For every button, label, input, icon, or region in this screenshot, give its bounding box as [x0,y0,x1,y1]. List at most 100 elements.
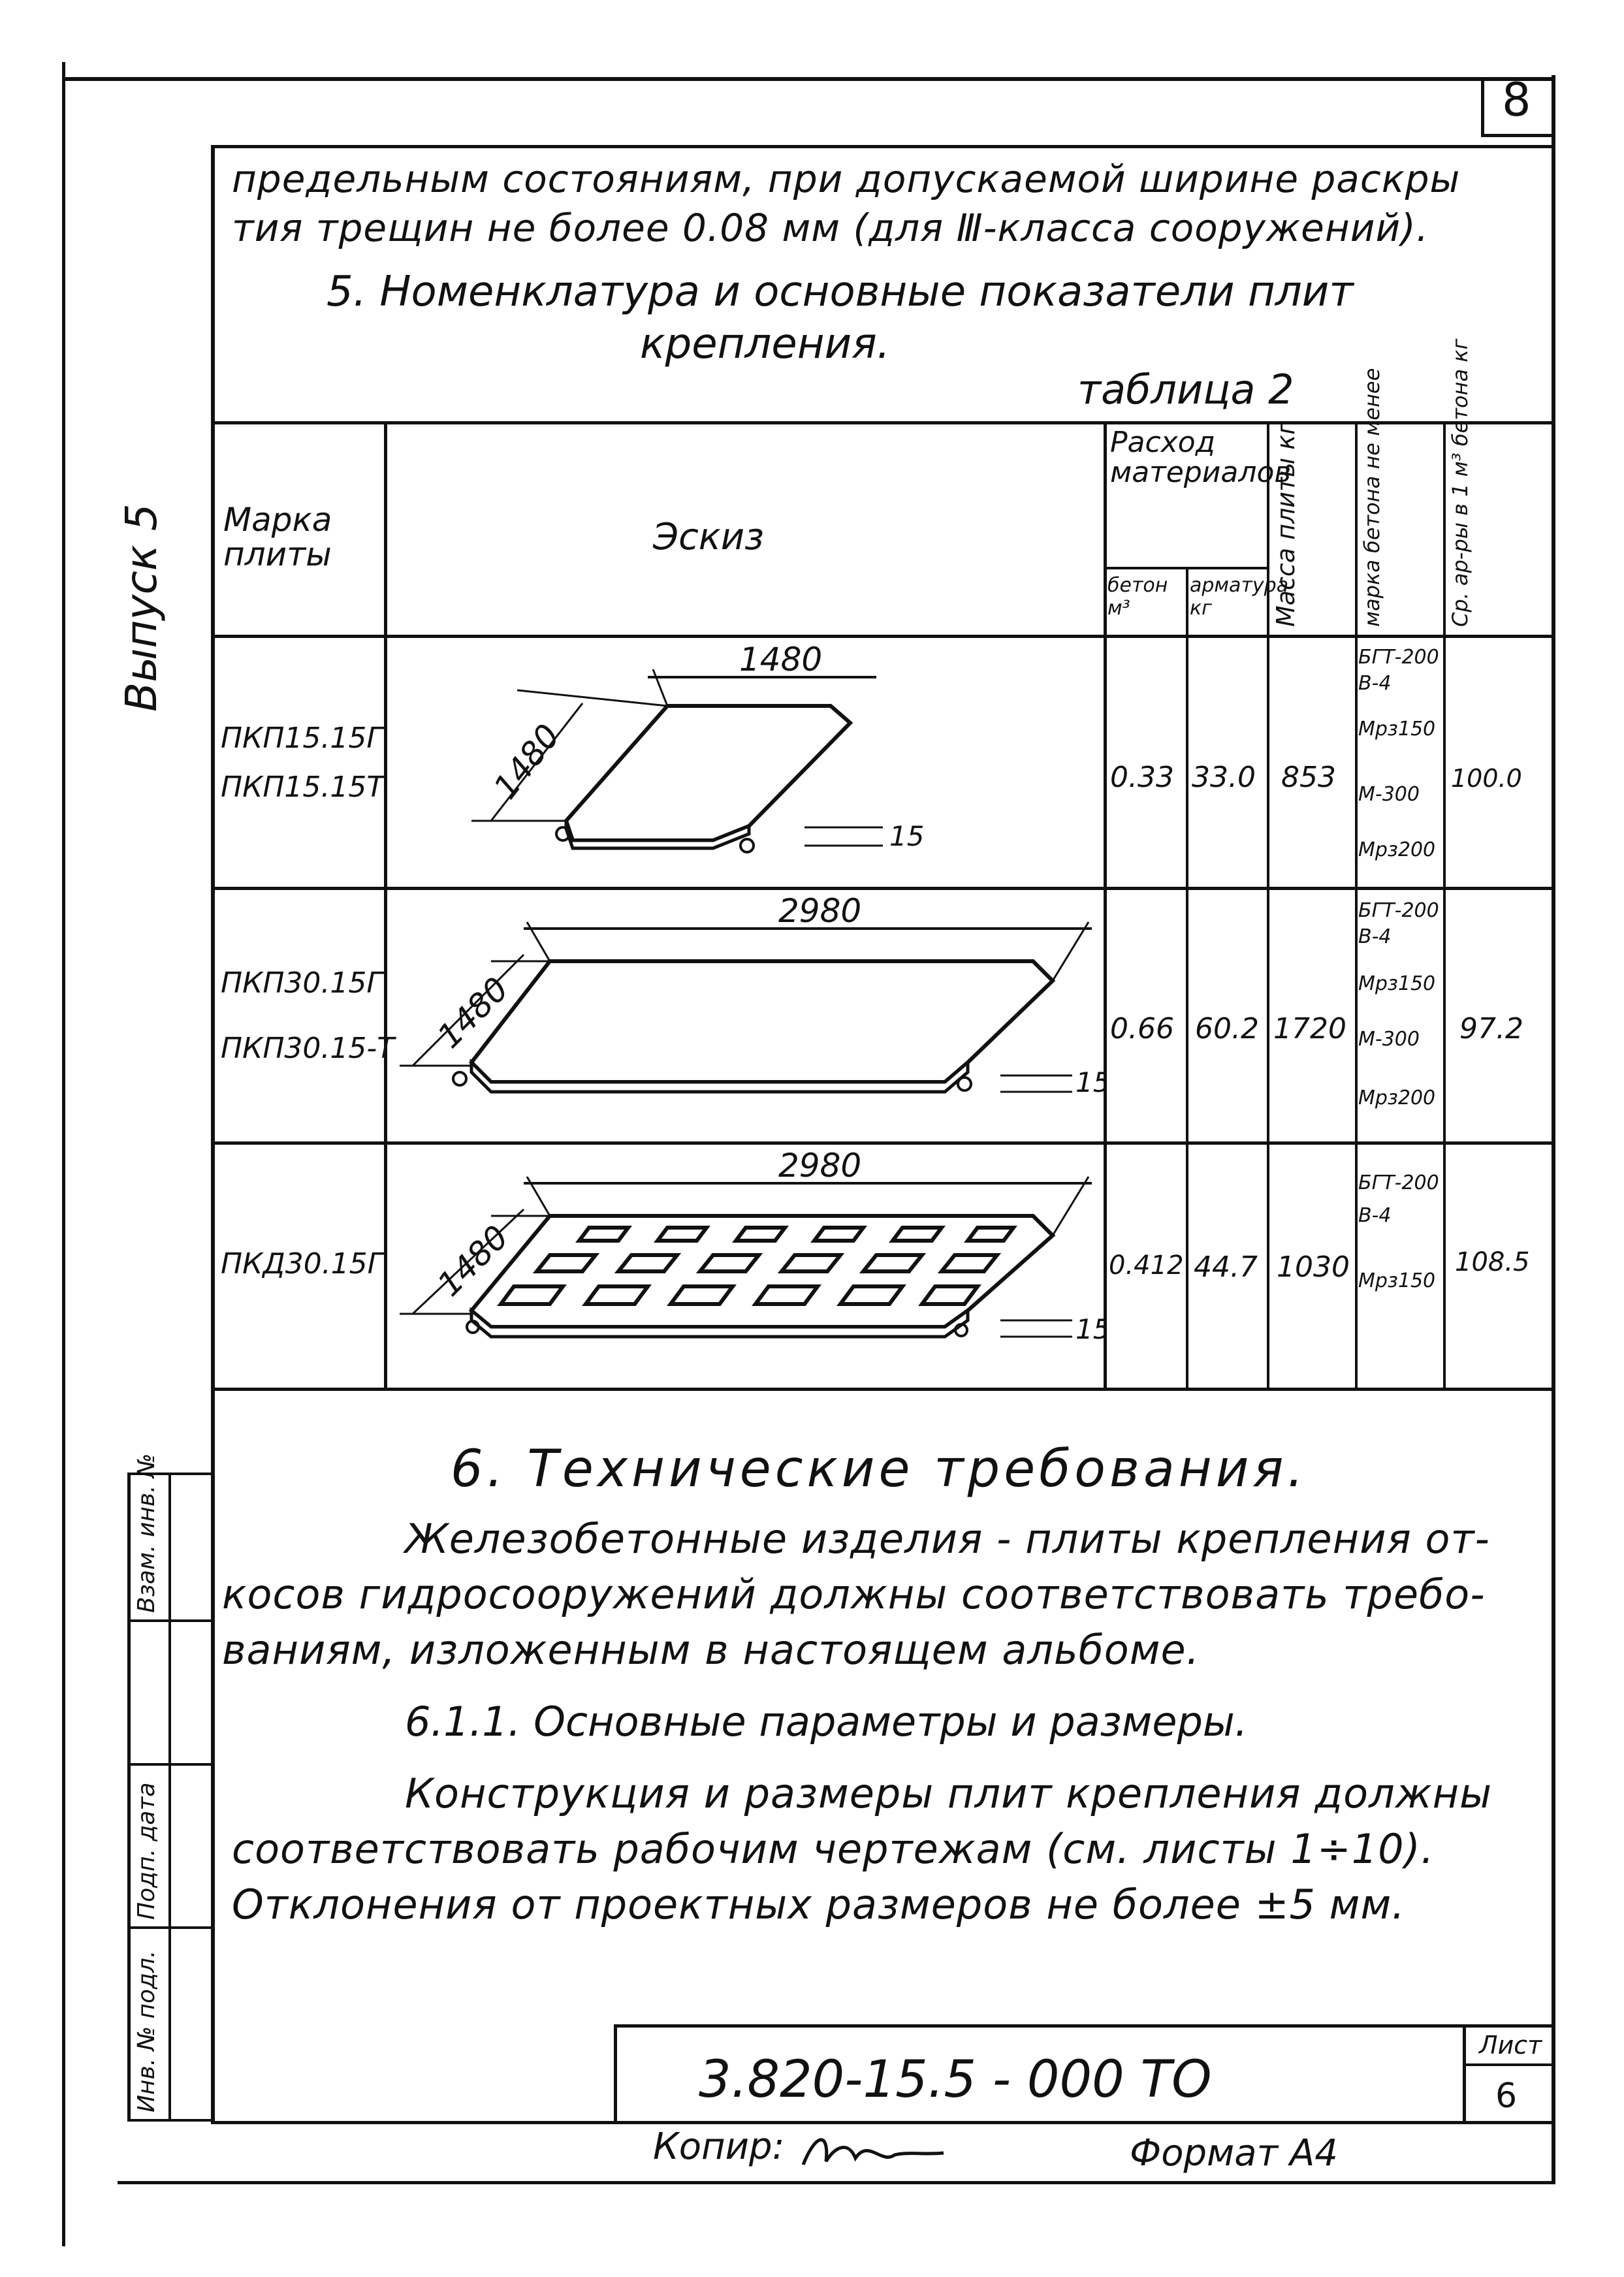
table-header-bottom-line [212,635,1554,638]
row1-dim-top: 1480 [739,641,822,678]
row3-concrete: 0.412 [1109,1250,1184,1281]
row2-grade-3: Мрз150 [1358,972,1436,995]
table-top-line [212,421,1554,424]
footer-copied: Копир: [653,2126,785,2168]
section6-para2-line2: соответствовать рабочим чертежам (см. ли… [232,1825,1435,1873]
section5-title-line1: 5. Номенклатура и основные показатели пл… [326,268,1354,316]
row1-grade-2: В-4 [1358,672,1392,695]
header-mark: Марка плиты [223,501,332,573]
row3-dim-top: 2980 [778,1147,861,1185]
row3-grade-2: В-4 [1358,1204,1392,1227]
row2-thickness: 15 [1075,1066,1104,1098]
col-line-rebar-per-m3 [1443,421,1446,1391]
header-sketch: Эскиз [653,516,764,558]
table-row2-bottom-line [212,1141,1554,1145]
row2-mark-1: ПКП30.15Г [221,966,383,1000]
section6-title: 6. Технические требования. [451,1440,1308,1499]
header-rebar-per-m3: Ср. ар-ры в 1 м³ бетона кг [1448,338,1473,627]
row1-mark-2: ПКП15.15Т [221,771,385,804]
doc-code: 3.820-15.5 - 000 ТО [699,2050,1212,2109]
section6-subtitle: 6.1.1. Основные параметры и размеры. [405,1698,1248,1745]
row3-sketch: 2980 1480 15 [400,1147,1104,1345]
row3-rebar-per-m3: 108.5 [1455,1247,1530,1277]
row2-grade-2: В-4 [1358,925,1392,948]
page-number: 8 [1502,73,1531,127]
table-bottom-line [212,1388,1554,1391]
row2-grade-5: Мрз200 [1358,1087,1436,1109]
row1-grade-1: БГТ-200 [1358,646,1439,669]
row1-grade-5: Мрз200 [1358,838,1436,861]
titleblock-sheet-divider [1463,2063,1554,2066]
section6-para2-line1: Конструкция и размеры плит крепления дол… [405,1770,1493,1817]
header-grade: марка бетона не менее [1360,368,1384,627]
section6-para1-line3: ваниям, изложенным в настоящем альбоме. [222,1626,1200,1674]
stamp-bottom [127,2119,214,2122]
col-line-mass [1267,421,1269,1391]
row3-grade-1: БГТ-200 [1358,1171,1439,1194]
row2-mark-2: ПКП30.15-Т [221,1032,395,1065]
row1-thickness: 15 [889,820,924,852]
header-mass: Масса плиты кг [1271,421,1300,627]
section6-para2-line3: Отклонения от проектных размеров не боле… [232,1881,1405,1928]
section6-para1-line1: Железобетонные изделия - плиты крепления… [405,1515,1490,1563]
row3-rebar: 44.7 [1194,1250,1258,1284]
inner-frame-left [211,145,215,2124]
section5-title-line2: крепления. [640,320,891,368]
inner-frame-bottom [211,2121,1554,2124]
titleblock-sheet-left [1463,2024,1466,2122]
row3-grade-3: Мрз150 [1358,1269,1436,1292]
copier-signature [801,2138,944,2165]
row3-mass: 1030 [1277,1250,1350,1284]
sheet-label: Лист [1479,2031,1542,2060]
row1-mark-1: ПКП15.15Г [221,722,383,755]
row2-concrete: 0.66 [1110,1012,1174,1045]
stamp-divider-3 [127,1926,214,1929]
frame-right-line [1552,75,1555,2184]
col-line-rebar [1186,568,1188,1391]
stamp-divider-2 [127,1763,214,1766]
stamp-inv-no: Инв. № подл. [133,1950,160,2112]
frame-bottom-line [118,2181,1554,2184]
page-number-box-bottom [1481,134,1555,137]
col-line-sketch-right [1104,421,1107,1391]
titleblock-top [614,2024,1554,2028]
row1-rebar: 33.0 [1192,761,1256,794]
row3-mark-1: ПКД30.15Г [221,1247,384,1281]
col-line-sketch-left [384,421,387,1391]
row3-thickness: 15 [1075,1313,1104,1345]
stamp-top [127,1473,214,1475]
header-consumption: Расход материалов [1110,426,1292,490]
row1-mass: 853 [1281,761,1336,794]
header-subdivide-line [1104,567,1268,569]
header-rebar: арматура кг [1190,574,1289,620]
row1-concrete: 0.33 [1110,761,1174,794]
stamp-inner-left [168,1473,171,2119]
titleblock-left [614,2024,617,2122]
frame-top-line [62,77,1554,81]
stamp-sign-date: Подп. дата [133,1782,160,1920]
row1-rebar-per-m3: 100.0 [1451,764,1522,793]
col-line-grade [1355,421,1358,1391]
row2-dim-top: 2980 [778,892,861,930]
side-label: Выпуск 5 [116,503,167,712]
footer-format: Формат А4 [1130,2132,1338,2174]
intro-line-2: тия трещин не более 0.08 мм (для Ⅲ-класс… [232,206,1429,250]
header-concrete: бетон м³ [1107,574,1168,620]
row1-grade-4: М-300 [1358,783,1420,806]
row2-rebar-per-m3: 97.2 [1459,1012,1523,1045]
inner-frame-top [212,145,1554,148]
row2-sketch: 2980 1480 15 [400,892,1104,1098]
row2-grade-1: БГТ-200 [1358,899,1439,922]
row1-dim-side: 1480 [486,717,567,806]
stamp-divider-1 [127,1619,214,1622]
stamp-replace-inv: Взам. инв. № [133,1453,160,1613]
page-number-box-left [1481,77,1484,137]
row2-grade-4: М-300 [1358,1028,1420,1051]
section6-para1-line2: косов гидросооружений должны соответство… [222,1570,1486,1618]
frame-left-line [62,62,65,2246]
row1-sketch: 1480 1480 15 [471,641,924,853]
table-row1-bottom-line [212,887,1554,890]
stamp-outer-left [127,1473,131,2119]
sheet-number: 6 [1495,2077,1518,2116]
row1-grade-3: Мрз150 [1358,718,1436,740]
